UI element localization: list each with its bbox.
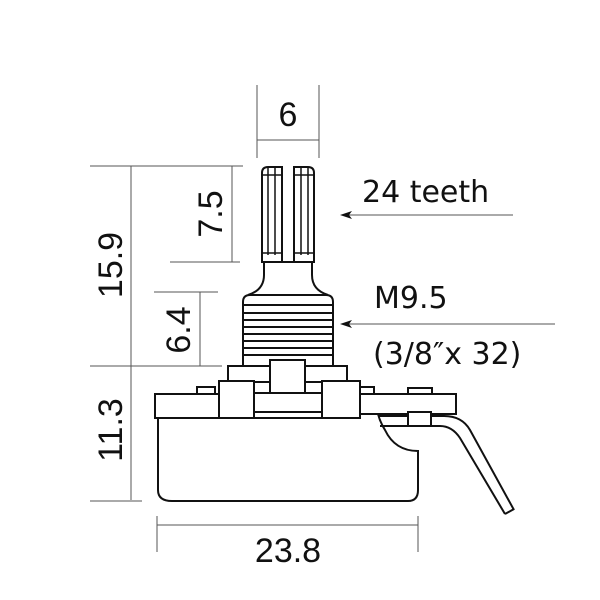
dim-label-knurl-height: 7.5	[192, 190, 230, 237]
arrowhead-icon	[340, 320, 352, 328]
dim-body-height: 11.3	[90, 398, 142, 502]
terminal-lug	[378, 411, 515, 515]
dim-label-body-width: 23.8	[255, 532, 321, 570]
callout-teeth: 24 teeth	[340, 175, 513, 219]
dim-knurl-height: 7.5	[170, 166, 240, 263]
dim-shaft-width: 6	[256, 85, 320, 158]
threaded-bushing	[242, 294, 334, 367]
dim-label-body-height: 11.3	[92, 398, 130, 462]
shaft-neck	[247, 261, 329, 296]
dim-shaft-total-height: 15.9	[90, 165, 243, 500]
arrowhead-icon	[340, 211, 352, 219]
potentiometer-part	[154, 166, 515, 515]
dim-label-shaft-width: 6	[279, 96, 298, 134]
knurled-shaft	[261, 166, 315, 263]
dim-body-width: 23.8	[156, 516, 419, 570]
dim-label-bushing-height: 6.4	[160, 306, 198, 353]
dim-bushing-height: 6.4	[154, 291, 218, 366]
callout-label-thread-imperial: (3/8″x 32)	[373, 337, 521, 372]
dim-label-shaft-total-height: 15.9	[92, 232, 130, 298]
callout-label-teeth: 24 teeth	[362, 175, 489, 210]
callout-label-thread-metric: M9.5	[374, 281, 448, 316]
callout-thread: M9.5 (3/8″x 32)	[340, 281, 555, 372]
mounting-base	[154, 359, 457, 419]
body-can	[157, 413, 419, 502]
